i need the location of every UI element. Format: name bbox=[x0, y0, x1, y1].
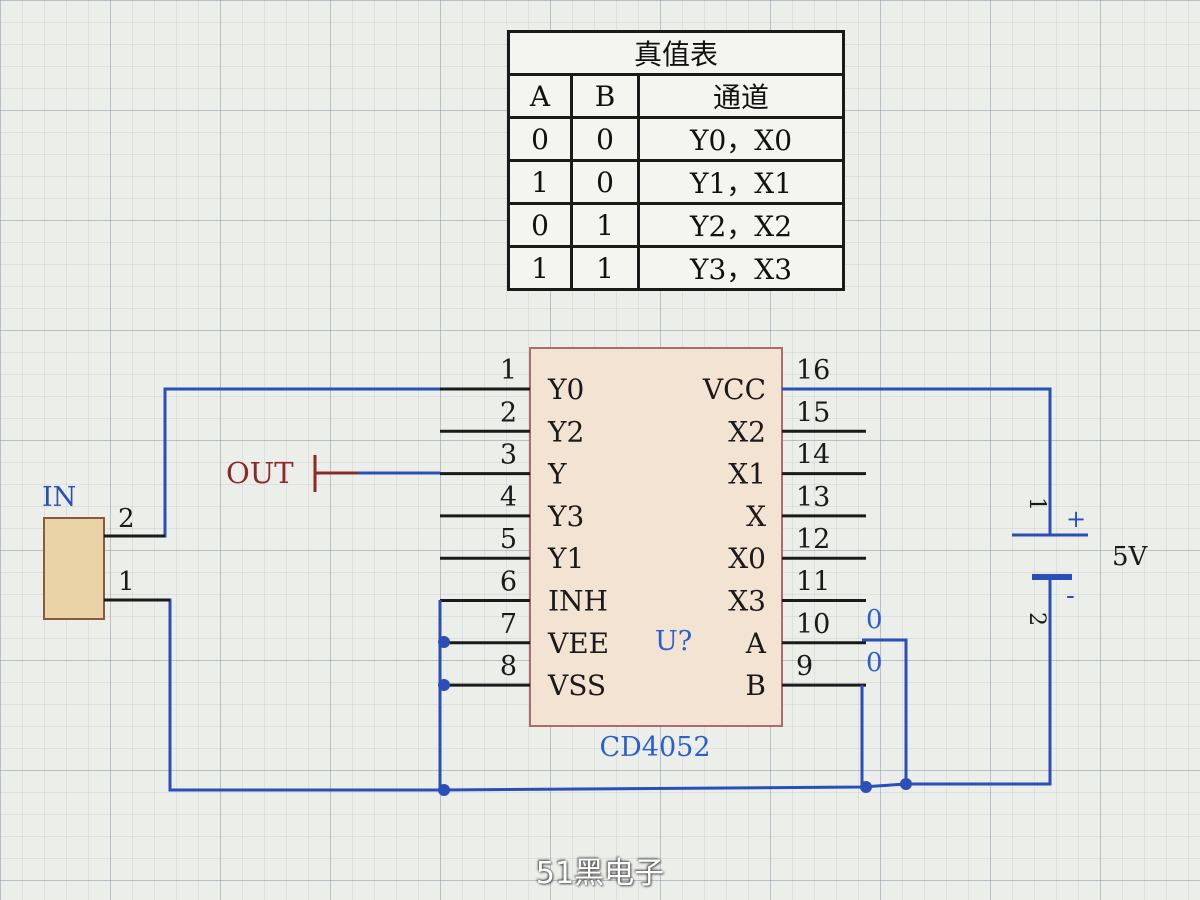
junction-dot bbox=[438, 636, 450, 648]
header-b: B bbox=[570, 73, 640, 119]
cell-a: 0 bbox=[507, 202, 573, 248]
pin-name-y3: Y3 bbox=[547, 500, 584, 533]
in-connector: IN 2 1 bbox=[42, 482, 170, 620]
pin-number-16: 16 bbox=[796, 355, 830, 386]
cell-b: 1 bbox=[570, 245, 640, 291]
pin-name-x: X bbox=[746, 500, 766, 533]
pin-name-y2: Y2 bbox=[547, 415, 584, 448]
pin-number-3: 3 bbox=[500, 440, 517, 471]
battery-pin-2: 2 bbox=[1024, 612, 1049, 626]
cell-channel: Y3，X3 bbox=[637, 245, 845, 291]
chip-designator: U? bbox=[655, 626, 692, 657]
cd4052-chip-body bbox=[529, 347, 783, 727]
cell-channel: Y1，X1 bbox=[637, 159, 845, 205]
pin-name-inh: INH bbox=[548, 585, 608, 618]
wire-ground-bus bbox=[104, 577, 1052, 792]
cell-channel: Y0，X0 bbox=[637, 116, 845, 162]
cell-b: 0 bbox=[570, 159, 640, 205]
header-a: A bbox=[507, 73, 573, 119]
cell-a: 1 bbox=[507, 159, 573, 205]
pin-number-11: 11 bbox=[796, 567, 830, 598]
junctions bbox=[438, 636, 912, 796]
junction-dot bbox=[900, 778, 912, 790]
wire-vcc-to-battery bbox=[782, 387, 1052, 535]
pin-name-y: Y bbox=[547, 458, 567, 491]
pin-number-4: 4 bbox=[500, 482, 517, 513]
pin-name-vee: VEE bbox=[547, 627, 609, 660]
pin-name-x3: X3 bbox=[728, 585, 766, 618]
pin-name-y0: Y0 bbox=[547, 373, 584, 406]
pin-number-10: 10 bbox=[796, 609, 830, 640]
out-label: OUT bbox=[226, 456, 294, 490]
header-channel: 通道 bbox=[637, 73, 845, 119]
cell-a: 0 bbox=[507, 116, 573, 162]
pin-name-vss: VSS bbox=[547, 669, 606, 702]
pin-name-b: B bbox=[745, 669, 766, 702]
junction-dot bbox=[438, 784, 450, 796]
pin-name-x2: X2 bbox=[728, 415, 766, 448]
pin-name-a: A bbox=[745, 627, 767, 660]
table-row: 1 0 Y1，X1 bbox=[507, 159, 845, 205]
pin-number-8: 8 bbox=[500, 651, 517, 682]
junction-dot bbox=[438, 679, 450, 691]
table-row: 0 1 Y2，X2 bbox=[507, 202, 845, 248]
pin-number-6: 6 bbox=[500, 567, 517, 598]
battery-plus: + bbox=[1066, 505, 1086, 533]
junction-dot bbox=[860, 781, 872, 793]
cell-b: 1 bbox=[570, 202, 640, 248]
cell-channel: Y2，X2 bbox=[637, 202, 845, 248]
battery-pin-1: 1 bbox=[1024, 497, 1049, 511]
pin-name-x0: X0 bbox=[728, 542, 766, 575]
pin-number-15: 15 bbox=[796, 397, 830, 428]
watermark-text: 51黑电子 bbox=[535, 856, 665, 891]
out-port: OUT bbox=[226, 455, 358, 492]
pin-number-12: 12 bbox=[796, 524, 830, 555]
truth-table: 真值表 A B 通道 0 0 Y0，X0 1 0 Y1，X1 0 1 Y2，X2… bbox=[507, 30, 845, 291]
table-row: 1 1 Y3，X3 bbox=[507, 245, 845, 291]
a-value-label: 0 bbox=[866, 605, 883, 635]
battery-5v: + - 5V 1 2 bbox=[1012, 497, 1149, 626]
table-row: 0 0 Y0，X0 bbox=[507, 116, 845, 162]
battery-minus: - bbox=[1066, 581, 1075, 611]
pin-number-14: 14 bbox=[796, 440, 830, 471]
pin-number-2: 2 bbox=[500, 397, 517, 428]
battery-voltage: 5V bbox=[1112, 542, 1149, 572]
pin-name-x1: X1 bbox=[728, 458, 766, 491]
pin-number-13: 13 bbox=[796, 482, 830, 513]
in-pin-1: 1 bbox=[118, 567, 135, 597]
cell-a: 1 bbox=[507, 245, 573, 291]
pin-number-7: 7 bbox=[500, 609, 517, 640]
cell-b: 0 bbox=[570, 116, 640, 162]
b-value-label: 0 bbox=[866, 648, 883, 678]
pin-number-5: 5 bbox=[500, 524, 517, 555]
pin-name-vcc: VCC bbox=[702, 373, 766, 406]
in-label: IN bbox=[42, 482, 76, 513]
pin-number-9: 9 bbox=[796, 651, 813, 682]
wire-a-to-ground bbox=[862, 638, 908, 784]
truth-table-title: 真值表 bbox=[507, 30, 845, 76]
truth-table-title-row: 真值表 bbox=[507, 30, 845, 76]
pin-name-y1: Y1 bbox=[547, 542, 584, 575]
truth-table-header-row: A B 通道 bbox=[507, 73, 845, 119]
pin-number-1: 1 bbox=[500, 355, 517, 386]
in-pin-2: 2 bbox=[118, 504, 135, 534]
chip-part-number: CD4052 bbox=[599, 732, 710, 763]
